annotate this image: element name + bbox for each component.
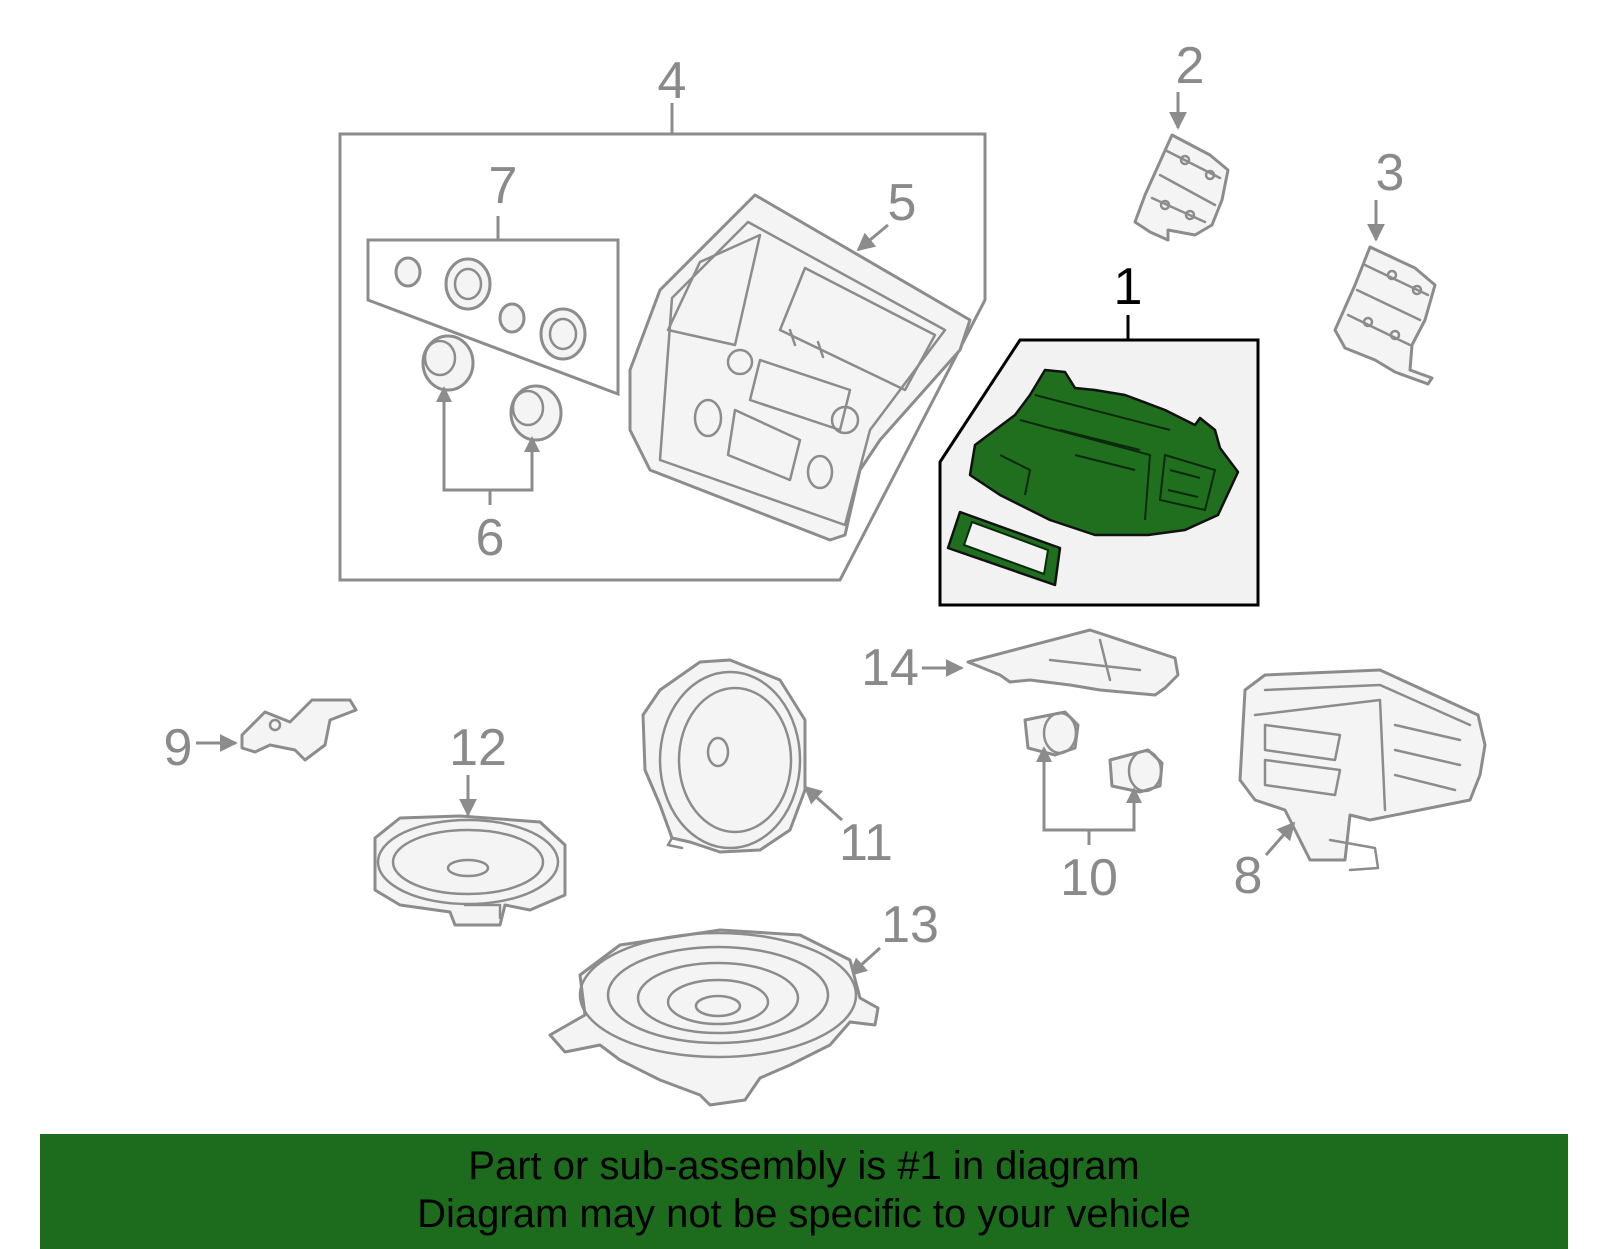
- part-1-group: 1: [938, 258, 1260, 607]
- callout-1: 1: [1114, 258, 1143, 316]
- bezel-assembly-group: 4 7 6: [338, 52, 987, 582]
- radio-unit: [968, 368, 1240, 537]
- banner-line-2: Diagram may not be specific to your vehi…: [417, 1192, 1191, 1236]
- callout-6: 6: [476, 509, 505, 567]
- connector-pair-part-10: 10: [1023, 710, 1164, 907]
- speaker-part-13: 13: [548, 896, 939, 1107]
- callout-3: 3: [1376, 144, 1405, 202]
- radio-bracket-frame: [946, 510, 1062, 587]
- callout-12: 12: [449, 719, 507, 777]
- callout-13: 13: [881, 896, 939, 954]
- callout-10: 10: [1060, 849, 1118, 907]
- callout-7: 7: [489, 157, 518, 215]
- callout-2: 2: [1176, 37, 1205, 95]
- callout-9: 9: [164, 719, 193, 777]
- bracket-part-14: 14: [861, 628, 1180, 697]
- banner-line-1: Part or sub-assembly is #1 in diagram: [468, 1144, 1140, 1188]
- callout-4: 4: [658, 52, 687, 110]
- knob-set: [394, 256, 587, 361]
- callout-5: 5: [888, 174, 917, 232]
- amplifier-part-8: 8: [1234, 668, 1487, 905]
- radio-bezel: [628, 193, 972, 542]
- callout-11: 11: [839, 814, 893, 872]
- bracket-part-9: 9: [164, 698, 358, 777]
- bracket-part-2: 2: [1133, 37, 1230, 242]
- bracket-part-3: 3: [1333, 144, 1437, 386]
- speaker-part-11: 11: [641, 658, 893, 872]
- callout-8: 8: [1234, 847, 1263, 905]
- callout-14: 14: [861, 639, 919, 697]
- info-banner: Part or sub-assembly is #1 in diagram Di…: [40, 1134, 1568, 1249]
- speaker-part-12: 12: [373, 719, 567, 927]
- knob-pair: [421, 334, 563, 442]
